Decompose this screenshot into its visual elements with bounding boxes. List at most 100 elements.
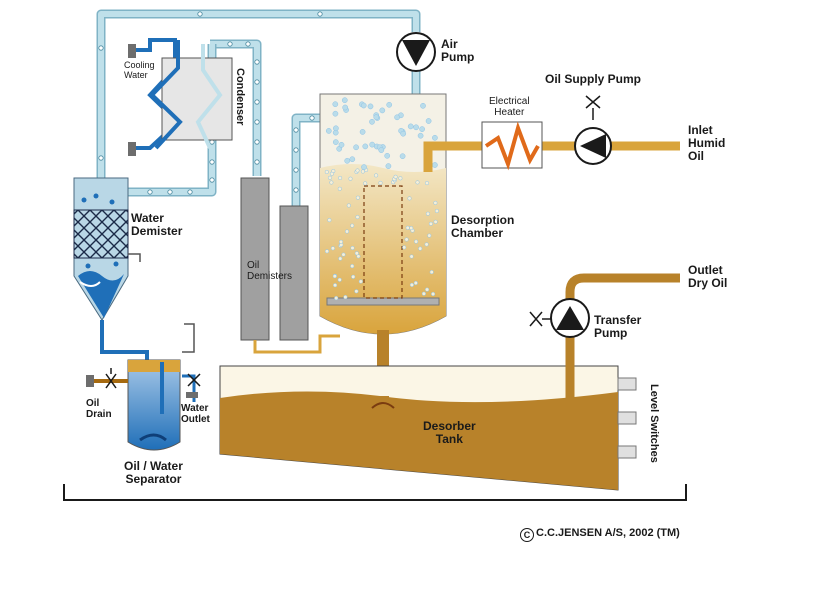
label-oil-drain: Oil Drain [86, 398, 112, 420]
air-bubble [417, 132, 424, 139]
air-bubble [329, 180, 334, 185]
air-bubble [351, 274, 356, 279]
air-bubble [324, 169, 329, 175]
label-tank-line2: Tank [435, 432, 463, 446]
air-bubble [424, 181, 430, 186]
air-bubble [327, 218, 332, 223]
air-bubble [405, 225, 410, 230]
outlet-dry-oil-pipe [565, 273, 680, 478]
air-bubble [409, 282, 414, 287]
label-oil-supply-pump: Oil Supply Pump [545, 72, 642, 86]
air-bubble [338, 239, 344, 244]
air-bubble [421, 291, 426, 296]
air-bubble [409, 254, 414, 259]
water-demister [73, 177, 141, 321]
inlet-oil-pipe [423, 141, 680, 172]
air-bubble [327, 175, 333, 180]
label-water-outlet-line1: Water [181, 403, 209, 414]
air-bubble [355, 195, 360, 200]
air-bubble [354, 289, 359, 294]
air-bubble [418, 246, 423, 251]
label-cooling-line1: Cooling [124, 60, 155, 70]
air-bubble [333, 125, 339, 132]
desorber-tank [219, 365, 637, 491]
air-bubble [393, 174, 398, 179]
air-bubble [362, 143, 369, 150]
air-bubble [346, 203, 351, 208]
air-bubble [434, 208, 439, 214]
label-demister-line2: Demister [131, 224, 183, 238]
label-heater-line1: Electrical [489, 96, 530, 107]
oil-drain-valve [86, 368, 128, 389]
air-bubble [414, 239, 419, 244]
air-bubble [398, 176, 403, 181]
air-bubble [378, 147, 385, 153]
air-bubble [359, 129, 366, 135]
air-bubble [385, 163, 392, 169]
air-bubble [338, 256, 343, 261]
oil-water-separator [127, 323, 196, 451]
label-outlet-dry-oil: Outlet Dry Oil [688, 264, 727, 290]
label-electrical-heater: Electrical Heater [489, 96, 530, 118]
air-bubble [374, 173, 379, 178]
desorption-chamber [319, 93, 447, 396]
air-bubble [413, 124, 419, 131]
air-bubble [332, 274, 337, 279]
label-transfer-line2: Pump [594, 326, 628, 340]
air-bubble [419, 126, 425, 132]
air-bubble [413, 280, 418, 286]
air-bubble [432, 162, 438, 168]
air-bubble [337, 277, 342, 282]
air-bubble [386, 101, 393, 108]
air-bubbles [324, 97, 439, 301]
air-bubble [342, 104, 349, 111]
label-inlet-line1: Inlet [688, 123, 713, 137]
air-bubble [332, 139, 339, 145]
air-bubble [333, 283, 338, 288]
label-water-demister: Water Demister [131, 212, 182, 238]
air-bubble [428, 221, 433, 226]
air-bubble [378, 180, 383, 185]
air-bubble [425, 211, 430, 216]
air-bubble [330, 246, 335, 251]
air-bubble [337, 186, 342, 191]
label-oil-drain-line1: Oil [86, 398, 100, 409]
label-chamber-line2: Chamber [451, 226, 504, 240]
label-oil-drain-line2: Drain [86, 409, 112, 420]
air-bubble [420, 102, 426, 109]
air-bubble [354, 251, 359, 256]
air-bubble [429, 270, 434, 275]
label-tank-line1: Desorber [423, 419, 476, 433]
air-bubble [427, 233, 432, 238]
label-chamber-line1: Desorption [451, 213, 515, 227]
label-separator-line1: Oil / Water [124, 459, 183, 473]
label-oil-demisters-line2: Demisters [247, 271, 293, 282]
air-bubble [343, 295, 348, 300]
air-bubble [348, 176, 353, 181]
air-bubble [394, 114, 400, 121]
air-bubble [363, 181, 368, 186]
air-bubble [353, 144, 359, 151]
air-bubble [404, 237, 409, 242]
label-demister-line1: Water [131, 211, 164, 225]
label-desorber-tank: Desorber Tank [423, 420, 476, 446]
air-bubble [425, 287, 430, 292]
air-bubble [433, 219, 438, 224]
copyright-text: C.C.JENSEN A/S, 2002 (TM) [536, 527, 680, 539]
label-oil-demisters-line1: Oil [247, 260, 260, 271]
transfer-pump [529, 298, 590, 338]
label-inlet-line3: Oil [688, 149, 705, 163]
air-bubble [369, 118, 375, 125]
base-frame [63, 484, 687, 501]
air-bubble [407, 196, 412, 201]
oil-supply-pump [574, 95, 612, 165]
water-outlet-valve [186, 373, 201, 398]
label-air-pump-line2: Pump [441, 50, 475, 64]
air-bubble [355, 168, 360, 173]
air-bubble [361, 164, 367, 170]
oil-return-line [253, 334, 340, 354]
air-bubble [433, 200, 438, 205]
label-air-pump-line1: Air [441, 37, 458, 51]
label-water-outlet-line2: Outlet [181, 414, 210, 425]
